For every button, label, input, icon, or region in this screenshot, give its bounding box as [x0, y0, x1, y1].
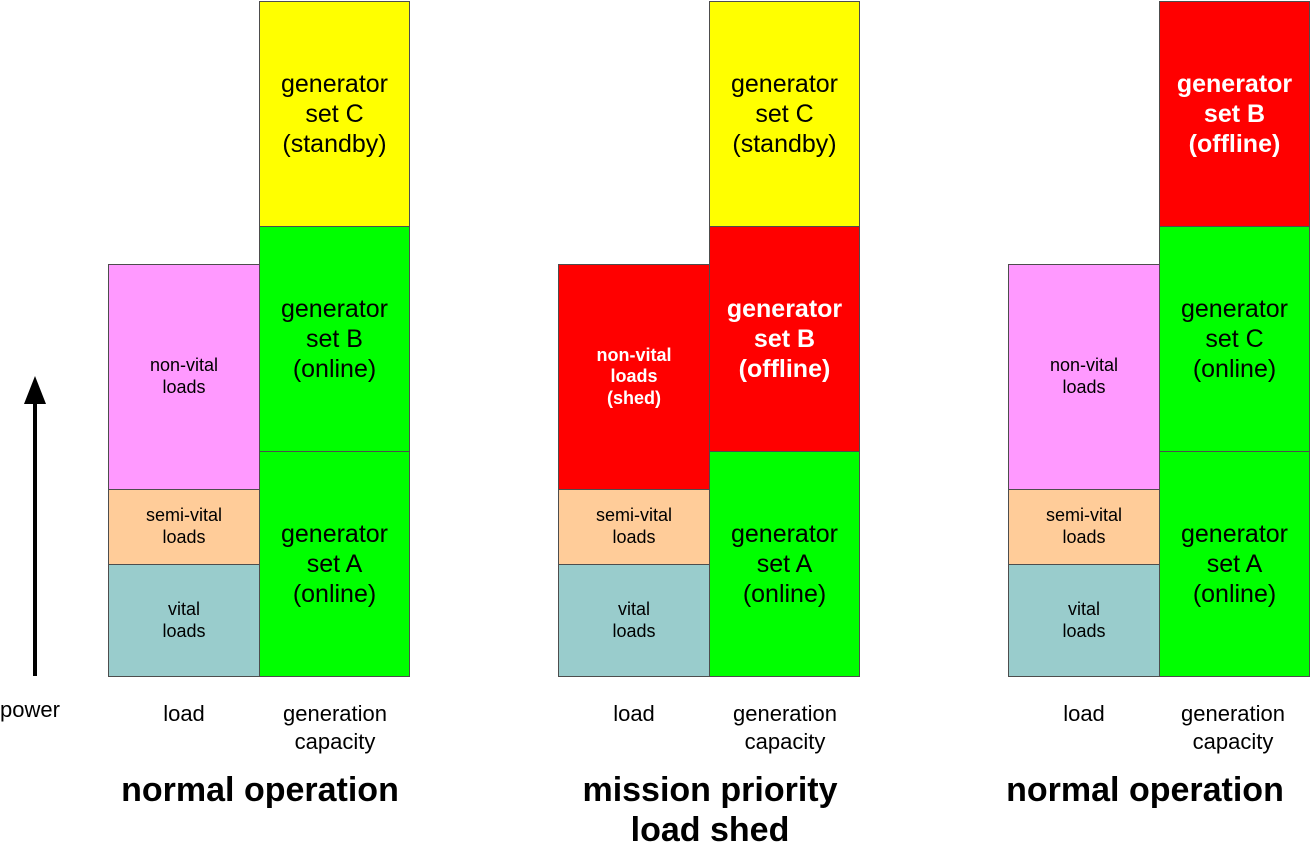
scenario-title: normal operation: [1006, 771, 1284, 809]
load-column-label: load: [1063, 701, 1105, 726]
block-label: vital loads: [162, 598, 206, 641]
generator-block-set-b-offline: generator set B (offline): [1159, 1, 1310, 227]
block-label: non-vital loads: [149, 355, 219, 397]
block-label: generator set B (offline): [726, 295, 843, 383]
block-label: generator set B (online): [280, 295, 389, 383]
generator-block-set-a: generator set A (online): [1159, 451, 1310, 677]
block-label: non-vital loads (shed): [596, 344, 672, 408]
scenario-title: mission priority load shed: [582, 771, 838, 849]
generator-block-set-a: generator set A (online): [259, 451, 410, 677]
load-block-semi-vital: semi-vital loads: [1008, 489, 1160, 565]
generator-block-set-a: generator set A (online): [709, 451, 860, 677]
block-label: generator set C (standby): [280, 70, 389, 158]
load-block-vital: vital loads: [108, 564, 260, 677]
block-label: semi-vital loads: [1045, 505, 1122, 547]
block-label: semi-vital loads: [595, 505, 672, 547]
capacity-column-label: generation capacity: [733, 701, 837, 754]
generator-block-set-c: generator set C (standby): [709, 1, 860, 227]
load-block-semi-vital: semi-vital loads: [558, 489, 710, 565]
load-block-non-vital: non-vital loads: [108, 264, 260, 490]
block-label: generator set C (standby): [730, 70, 839, 158]
block-label: generator set B (offline): [1176, 70, 1293, 158]
power-axis-label: power: [0, 697, 60, 722]
load-column-label: load: [163, 701, 205, 726]
load-block-semi-vital: semi-vital loads: [108, 489, 260, 565]
capacity-column-label: generation capacity: [1181, 701, 1285, 754]
block-label: generator set A (online): [730, 520, 839, 608]
block-label: generator set A (online): [280, 520, 389, 608]
block-label: vital loads: [1062, 598, 1106, 641]
capacity-column-label: generation capacity: [283, 701, 387, 754]
block-label: vital loads: [612, 598, 656, 641]
load-block-vital: vital loads: [558, 564, 710, 677]
scenario-title: normal operation: [121, 771, 399, 809]
block-label: non-vital loads: [1049, 355, 1119, 397]
generator-block-set-b: generator set B (online): [259, 226, 410, 452]
load-block-non-vital: non-vital loads: [1008, 264, 1160, 490]
generator-block-set-c: generator set C (online): [1159, 226, 1310, 452]
generator-block-set-b-offline: generator set B (offline): [709, 226, 860, 452]
power-arrow-icon: [24, 376, 46, 676]
load-block-vital: vital loads: [1008, 564, 1160, 677]
block-label: generator set A (online): [1180, 520, 1289, 608]
generator-block-set-c: generator set C (standby): [259, 1, 410, 227]
load-column-label: load: [613, 701, 655, 726]
block-label: generator set C (online): [1180, 295, 1289, 383]
block-label: semi-vital loads: [145, 505, 222, 547]
load-block-non-vital-shed: non-vital loads (shed): [558, 264, 710, 490]
